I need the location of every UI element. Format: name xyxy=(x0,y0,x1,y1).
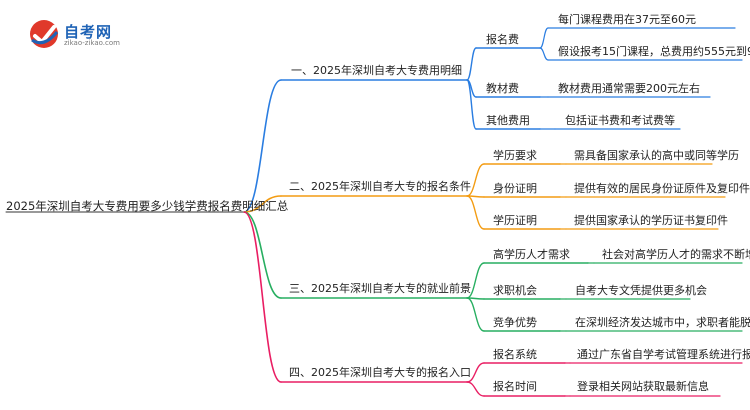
connector-branch-4-child-2 xyxy=(466,381,485,397)
connector-child-1-1-leaf-1 xyxy=(539,27,549,49)
connector-root-branch-4 xyxy=(243,211,282,383)
logo-domain: zikao-zikao.com xyxy=(64,39,120,47)
branch-3-label: 三、2025年深圳自考大专的就业前景 xyxy=(289,282,471,295)
leaf-textbook-cost: 教材费用通常需要200元左右 xyxy=(558,82,700,95)
connector-branch-1-child-3 xyxy=(466,79,477,130)
child-other-fees: 其他费用 xyxy=(486,114,530,127)
connector-branch-3-child-1 xyxy=(466,262,485,299)
child-competitive-edge: 竞争优势 xyxy=(493,316,537,329)
child-job-opportunities: 求职机会 xyxy=(493,284,537,297)
leaf-fee-total: 假设报考15门课程，总费用约555元到900元 xyxy=(558,45,750,58)
leaf-job-opportunities: 自考大专文凭提供更多机会 xyxy=(575,284,707,297)
leaf-id-proof: 提供有效的居民身份证原件及复印件 xyxy=(574,182,750,195)
leaf-education-requirement: 需具备国家承认的高中或同等学历 xyxy=(574,149,739,162)
leaf-registration-system: 通过广东省自学考试管理系统进行报名 xyxy=(577,348,750,361)
leaf-registration-time: 登录相关网站获取最新信息 xyxy=(577,380,709,393)
branch-2-label: 二、2025年深圳自考大专的报名条件 xyxy=(289,180,471,193)
child-talent-demand: 高学历人才需求 xyxy=(493,248,570,261)
root-node: 2025年深圳自考大专费用要多少钱学费报名费明细汇总 xyxy=(6,199,289,213)
child-education-requirement: 学历要求 xyxy=(493,149,537,162)
connector-child-1-1-leaf-2 xyxy=(539,47,549,61)
child-id-proof: 身份证明 xyxy=(493,182,537,195)
logo-name: 自考网 xyxy=(64,23,113,41)
leaf-education-proof: 提供国家承认的学历证书复印件 xyxy=(574,214,728,227)
site-logo: 自考网 zikao-zikao.com xyxy=(28,18,158,52)
child-registration-time: 报名时间 xyxy=(493,380,537,393)
child-education-proof: 学历证明 xyxy=(493,214,537,227)
child-textbook-fee: 教材费 xyxy=(486,82,519,95)
leaf-other-fees: 包括证书费和考试费等 xyxy=(565,114,675,127)
leaf-talent-demand: 社会对高学历人才的需求不断增加 xyxy=(602,248,750,261)
connector-root-branch-3 xyxy=(243,211,282,299)
connector-root-branch-2 xyxy=(243,195,282,213)
child-registration-fee: 报名费 xyxy=(486,33,519,46)
logo-icon xyxy=(30,20,59,48)
branch-4-label: 四、2025年深圳自考大专的报名入口 xyxy=(289,366,471,379)
leaf-fee-per-course: 每门课程费用在37元至60元 xyxy=(558,13,696,26)
connector-branch-1-child-1 xyxy=(466,47,477,81)
connector-root-branch-1 xyxy=(243,79,282,213)
connector-branch-2-child-3 xyxy=(466,195,485,230)
connector-branch-3-child-3 xyxy=(466,297,485,332)
branch-1-label: 一、2025年深圳自考大专费用明细 xyxy=(291,64,462,77)
connector-branch-4-child-1 xyxy=(466,362,485,383)
child-registration-system: 报名系统 xyxy=(493,348,537,361)
leaf-competitive-edge: 在深圳经济发达城市中，求职者能脱颖而出 xyxy=(575,316,750,329)
connector-branch-2-child-1 xyxy=(466,163,485,197)
